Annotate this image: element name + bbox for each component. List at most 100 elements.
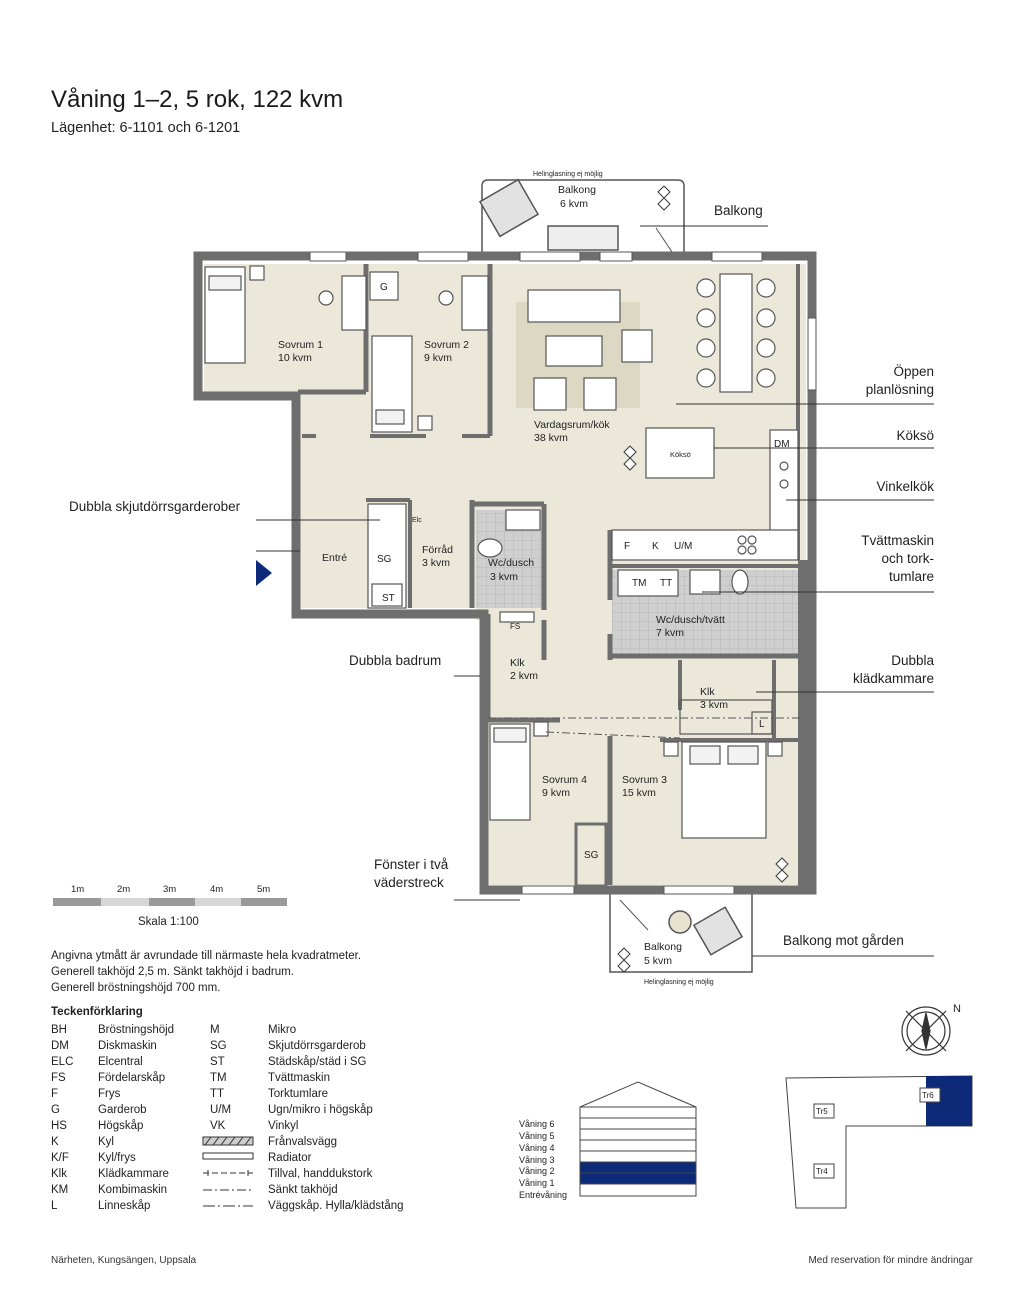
footer-left: Närheten, Kungsängen, Uppsala [51,1255,197,1266]
callout-koksö: Köksö [896,428,934,443]
sovrum1-name: Sovrum 1 [278,339,323,351]
footer-right: Med reservation för mindre ändringar [808,1255,973,1266]
site-label-tr6: Tr6 [922,1091,934,1100]
callout-fonster-line2: väderstreck [374,875,444,890]
callout-klad-line1: Dubbla [891,653,934,668]
callout-oppen-line2: planlösning [865,382,934,397]
compass-icon: N [901,1003,961,1056]
legend-right-codes: M SG ST TM TT U/M VK [210,1022,231,1134]
legend-code: U/M [210,1104,232,1116]
label-g: G [380,282,388,293]
legend-code: SG [210,1040,227,1052]
legend-desc: Linneskåp [98,1200,151,1212]
entre-name: Entré [322,552,347,564]
scale-tick-1: 1m [71,884,84,895]
building-floor-labels: Våning 6 Våning 5 Våning 4 Våning 3 Våni… [519,1119,567,1200]
floor-label-4: Våning 4 [519,1143,555,1153]
note-3: Generell bröstningshöjd 700 mm. [51,982,221,994]
label-l: L [759,719,765,730]
legend-desc: Högskåp [98,1120,144,1132]
legend-desc: Mikro [268,1024,297,1036]
exterior-wall [798,560,812,890]
helinglasning-bottom: Helinglasning ej möjlig [644,979,714,986]
site-plan: Tr5 Tr6 Tr4 [785,1075,973,1209]
legend-desc: Diskmaskin [98,1040,157,1052]
legend-code: BH [51,1024,67,1036]
forrad-area: 3 kvm [422,557,450,569]
balkong-top-name: Balkong [558,184,596,196]
callout-oppen-line1: Öppen [893,364,934,379]
callout-tvatt-line1: Tvättmaskin [861,533,934,548]
scale-tick-5: 5m [257,884,270,895]
klk3-name: Klk [700,686,715,698]
vardagsrum-name: Vardagsrum/kök [534,419,610,431]
legend-symbols [202,1136,254,1207]
legend-left-descs: Bröstningshöjd Diskmaskin Elcentral Förd… [98,1022,174,1214]
klk3-area: 3 kvm [700,699,728,711]
legend-code: VK [210,1120,226,1132]
label-st: ST [382,593,395,604]
plan-symbol-labels: Helinglasning ej möjlig Helinglasning ej… [377,171,790,986]
label-tt: TT [660,578,672,589]
klk2-name: Klk [510,657,525,669]
legend-desc: Kyl [98,1136,114,1148]
legend-desc: Städskåp/städ i SG [268,1056,367,1068]
callout-kladkammare: Dubbla klädkammare [814,652,934,688]
callout-lines [256,225,934,957]
label-f: F [624,541,630,552]
legend-code: G [51,1104,60,1116]
sovrum1-area: 10 kvm [278,352,312,364]
label-sg2: SG [584,850,599,861]
legend-desc: Sänkt takhöjd [268,1184,338,1196]
callout-tvatt: Tvättmaskin och tork- tumlare [814,532,934,586]
legend-title: Teckenförklaring [51,1006,143,1018]
site-label-tr5: Tr5 [816,1107,828,1116]
sovrum3-name: Sovrum 3 [622,774,667,786]
legend-code: FS [51,1072,66,1084]
callout-vinkelkok: Vinkelkök [876,479,934,494]
legend-code: K/F [51,1152,69,1164]
callout-fonster: Fönster i två väderstreck [374,856,448,892]
legend-code: ST [210,1056,225,1068]
scale-tick-4: 4m [210,884,223,895]
scale-tick-2: 2m [117,884,130,895]
sovrum4-name: Sovrum 4 [542,774,587,786]
sovrum4-area: 9 kvm [542,787,570,799]
legend-desc: Kombimaskin [98,1184,168,1196]
legend-left-codes: BH DM ELC FS F G HS K K/F Klk KM L [51,1022,73,1214]
scale-label: Skala 1:100 [138,916,199,928]
balcony-top [478,178,685,253]
callout-tvatt-line2: och tork- [881,551,934,566]
floor-label-5: Våning 5 [519,1131,555,1141]
legend-desc: Bröstningshöjd [98,1024,175,1036]
legend-desc: Tillval, handdukstork [268,1168,373,1180]
callout-tvatt-line3: tumlare [888,569,934,584]
legend-desc: Torktumlare [268,1088,329,1100]
wc-dusch-name: Wc/dusch [488,557,534,569]
floor-label-2: Våning 2 [519,1166,555,1176]
callout-fonster-line1: Fönster i två [374,857,449,872]
balkong-top-area: 6 kvm [560,198,588,210]
label-elc: Elc [412,517,422,524]
legend-desc: Fördelarskåp [98,1072,166,1084]
label-tm: TM [632,578,646,589]
balkong-bottom-area: 5 kvm [644,955,672,967]
legend-desc: Ugn/mikro i högskåp [268,1104,373,1116]
site-label-tr4: Tr4 [816,1167,828,1176]
page-subtitle: Lägenhet: 6-1101 och 6-1201 [51,120,241,136]
windows [309,251,817,895]
wc-dusch-tvatt-area: 7 kvm [656,627,684,639]
svg-text:N: N [953,1003,961,1015]
callout-oppen: Öppen planlösning [834,363,934,399]
callout-klad-line2: klädkammare [852,671,934,686]
forrad-name: Förråd [422,544,453,556]
vardagsrum-area: 38 kvm [534,432,568,444]
legend-desc: Väggskåp. Hylla/klädstång [268,1200,404,1212]
legend-code: TT [210,1088,225,1100]
legend-desc: Frys [98,1088,121,1100]
legend-desc: Klädkammare [98,1168,169,1180]
furniture [204,265,799,839]
page-title: Våning 1–2, 5 rok, 122 kvm [51,86,344,113]
scale-tick-3: 3m [163,884,176,895]
